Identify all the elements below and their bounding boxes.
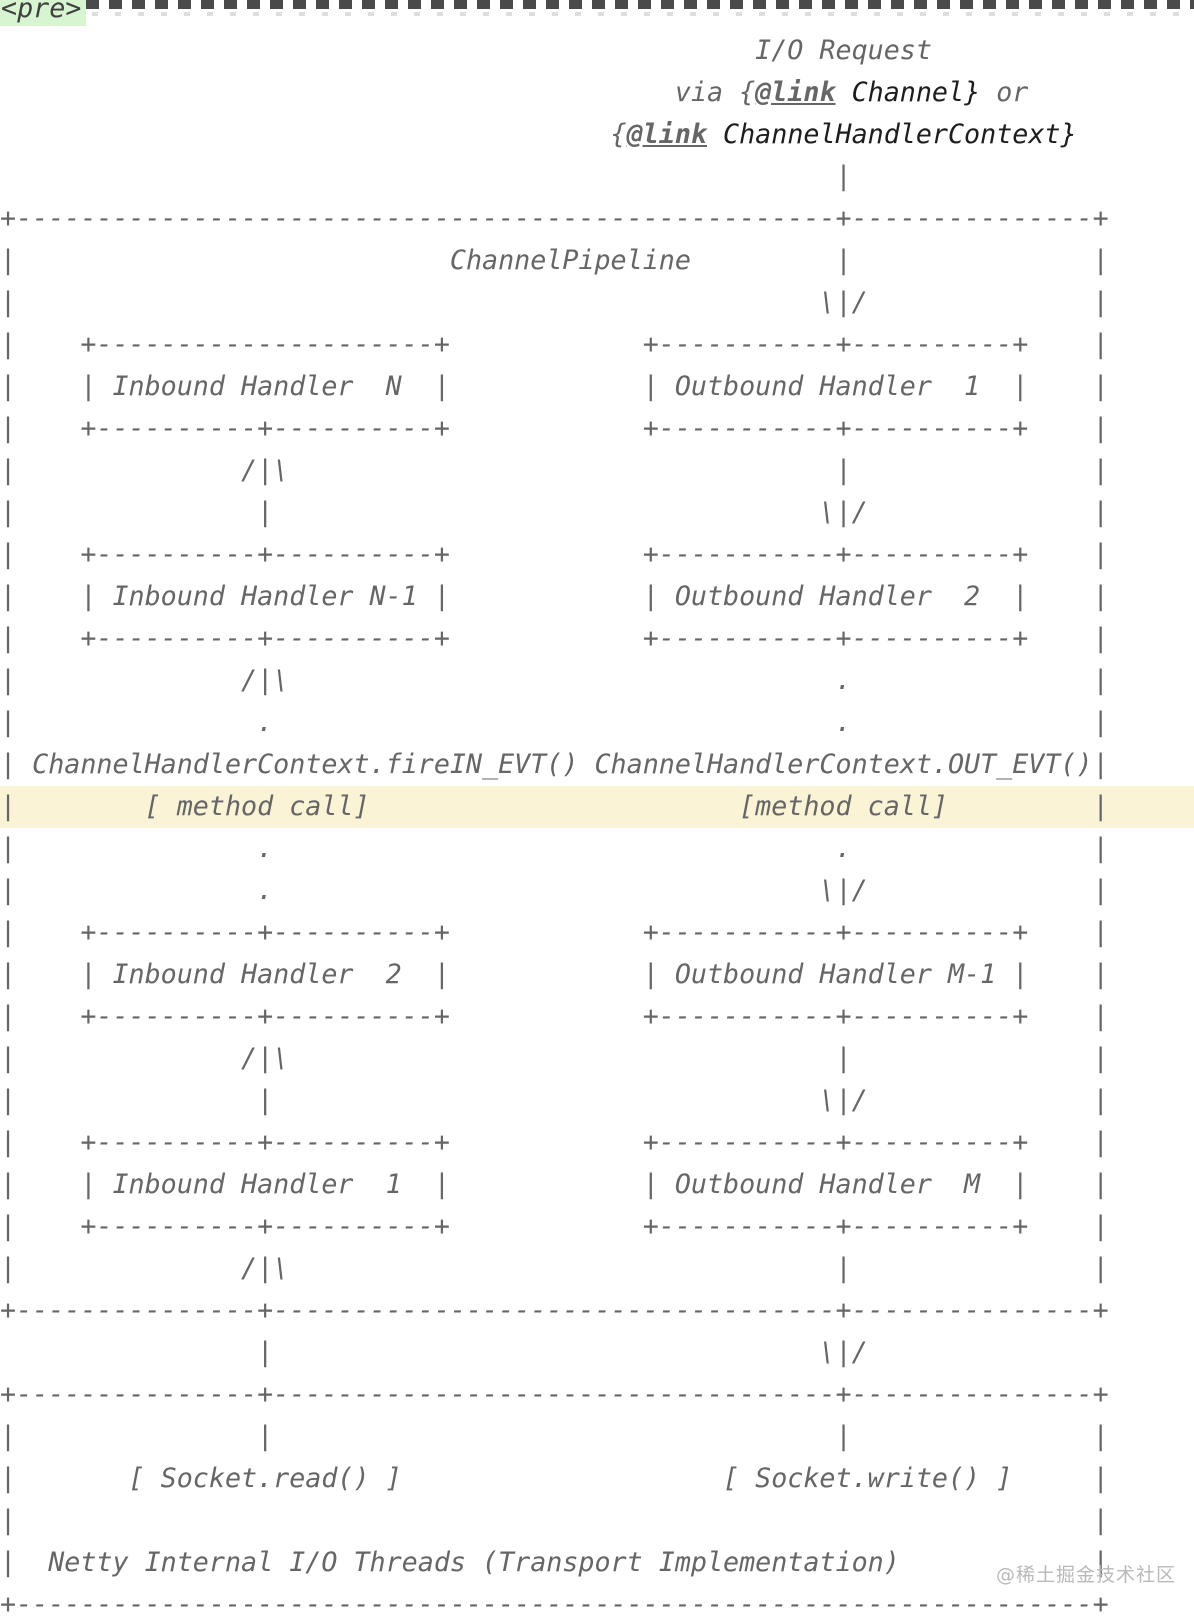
ascii-line: | | Inbound Handler 2 | | Outbound Handl… bbox=[0, 959, 1109, 990]
ascii-line: | +----------+----------+ +-----------+-… bbox=[0, 1001, 1109, 1032]
ascii-line: | +---------------------+ +-----------+-… bbox=[0, 329, 1109, 360]
ascii-line: | +----------+----------+ +-----------+-… bbox=[0, 539, 1109, 570]
ascii-line: {@link ChannelHandlerContext} bbox=[0, 119, 1077, 150]
ascii-line: | | Inbound Handler N | | Outbound Handl… bbox=[0, 371, 1109, 402]
ascii-line: | | Inbound Handler N-1 | | Outbound Han… bbox=[0, 581, 1109, 612]
ascii-line: | | \|/ | bbox=[0, 497, 1109, 528]
ascii-line: | ChannelHandlerContext.fireIN_EVT() Cha… bbox=[0, 749, 1109, 780]
javadoc-link-tag[interactable]: @link bbox=[626, 119, 707, 150]
ascii-line: | . \|/ | bbox=[0, 875, 1109, 906]
ascii-line: | Netty Internal I/O Threads (Transport … bbox=[0, 1547, 1109, 1578]
ascii-line: | /|\ | | bbox=[0, 1043, 1109, 1074]
ascii-line: | ChannelPipeline | | bbox=[0, 245, 1109, 276]
ascii-line: | . . | bbox=[0, 707, 1109, 738]
ascii-line-method-call-highlighted: | [ method call] [method call] | bbox=[0, 786, 1194, 828]
ascii-line: | . . | bbox=[0, 833, 1109, 864]
ascii-line: +---------------+-----------------------… bbox=[0, 1379, 1109, 1410]
ascii-line: | +----------+----------+ +-----------+-… bbox=[0, 623, 1109, 654]
ascii-line: | [ Socket.read() ] [ Socket.write() ] | bbox=[0, 1463, 1109, 1494]
ascii-line: | \|/ | bbox=[0, 287, 1109, 318]
ascii-line: | +----------+----------+ +-----------+-… bbox=[0, 917, 1109, 948]
cropped-line-remnant-dashes bbox=[86, 0, 1194, 9]
ascii-line: | | | | bbox=[0, 1421, 1109, 1452]
ascii-line: | /|\ . | bbox=[0, 665, 1109, 696]
ascii-line: I/O Request bbox=[0, 35, 932, 66]
ascii-line: via {@link Channel} or bbox=[0, 77, 1029, 108]
ascii-line: +---------------------------------------… bbox=[0, 1589, 1109, 1620]
ascii-line: +---------------------------------------… bbox=[0, 203, 1109, 234]
ascii-line: | | bbox=[0, 1505, 1109, 1536]
ascii-line: | bbox=[0, 161, 852, 192]
ascii-line: | | \|/ | bbox=[0, 1085, 1109, 1116]
ascii-line: | \|/ bbox=[0, 1337, 868, 1368]
ascii-line: | /|\ | | bbox=[0, 455, 1109, 486]
cropped-line-remnant-dots bbox=[92, 12, 1188, 16]
ascii-line: | +----------+----------+ +-----------+-… bbox=[0, 1127, 1109, 1158]
pre-tag-highlight: <pre> bbox=[0, 0, 87, 26]
ascii-line: | /|\ | | bbox=[0, 1253, 1109, 1284]
juejin-watermark: @稀土掘金技术社区 bbox=[996, 1564, 1177, 1586]
ascii-line: | | Inbound Handler 1 | | Outbound Handl… bbox=[0, 1169, 1109, 1200]
javadoc-type-reference: ChannelHandlerContext} bbox=[723, 119, 1077, 150]
ascii-line: +---------------+-----------------------… bbox=[0, 1295, 1109, 1326]
javadoc-link-tag[interactable]: @link bbox=[755, 77, 836, 108]
pre-tag-line: <pre> bbox=[0, 0, 1194, 30]
javadoc-type-reference: Channel} bbox=[851, 77, 981, 108]
ascii-line: | +----------+----------+ +-----------+-… bbox=[0, 1211, 1109, 1242]
ascii-line: | +----------+----------+ +-----------+-… bbox=[0, 413, 1109, 444]
